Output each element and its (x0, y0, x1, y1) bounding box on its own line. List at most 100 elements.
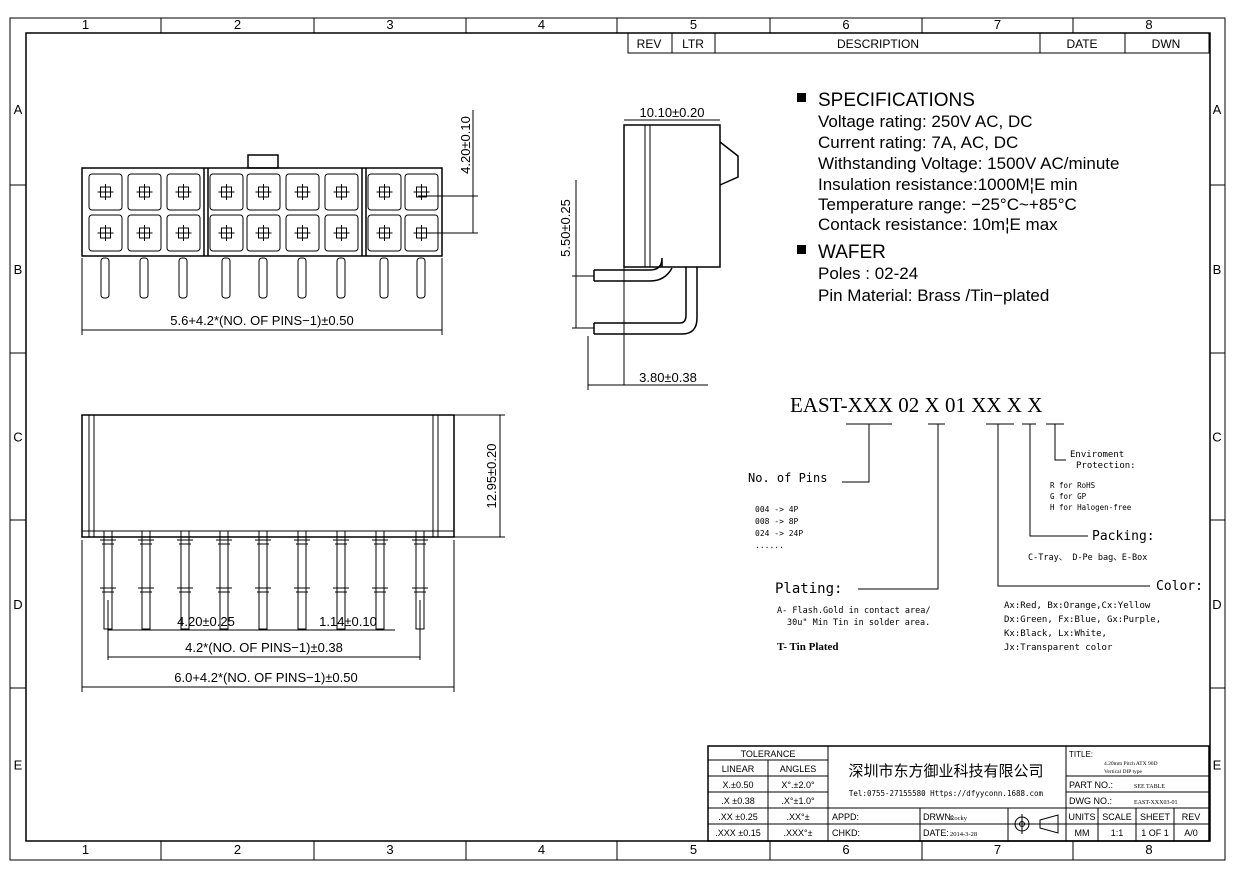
spec-line: Insulation resistance:1000M¦E min (818, 175, 1078, 194)
column-label: 2 (234, 17, 241, 32)
front-pin (180, 530, 190, 630)
column-label: 2 (234, 842, 241, 857)
row-label: A (1213, 102, 1222, 117)
front-pin (258, 530, 268, 630)
packing-label: Packing: (1092, 529, 1155, 544)
sheet-value: 1 OF 1 (1141, 828, 1169, 838)
color-option: Dx:Green, Fx:Blue, Gx:Purple, (1004, 615, 1161, 625)
pin-cavity (324, 173, 359, 211)
spec-line: Current rating: 7A, AC, DC (818, 133, 1018, 152)
column-label: 7 (994, 842, 1001, 857)
solder-pin (416, 257, 426, 299)
tolerance-angle: .X°±1.0° (781, 796, 815, 806)
solder-pin (139, 257, 149, 299)
solder-pin (297, 257, 307, 299)
tolerance-angle: .XX°± (786, 812, 809, 822)
part-no-value: SEE TABLE (1134, 784, 1165, 790)
solder-pin (258, 257, 268, 299)
row-label: D (13, 597, 22, 612)
front-pin (336, 530, 346, 630)
rev-header: REV (637, 37, 662, 51)
pins-option: 024 -> 24P (755, 529, 803, 538)
title-line: Vertical DIP type (1104, 769, 1143, 775)
pin-cavity (246, 214, 281, 252)
plating-label: Plating: (775, 581, 842, 597)
projection-symbol-icon (1012, 814, 1059, 834)
plating-option-a2: 30u" Min Tin in solder area. (787, 618, 930, 628)
spec-line: Temperature range: −25°C~+85°C (818, 195, 1077, 214)
environment-option: G for GP (1050, 492, 1087, 501)
color-option: Ax:Red, Bx:Orange,Cx:Yellow (1004, 601, 1151, 611)
pin-cavity (209, 173, 244, 211)
dwg-no-value: EAST-XXX03-01 (1134, 800, 1177, 806)
environment-option: H for Halogen-free (1050, 503, 1132, 512)
bullet-icon (797, 93, 806, 102)
column-label: 3 (386, 842, 393, 857)
environment-label: Protection: (1076, 461, 1136, 471)
tolerance-angle: X°.±2.0° (781, 780, 815, 790)
bullet-icon (797, 245, 806, 254)
solder-pin (336, 257, 346, 299)
tolerance-linear: X.±0.50 (723, 780, 754, 790)
linear-header: LINEAR (722, 764, 755, 774)
no-of-pins-label: No. of Pins (748, 471, 827, 485)
pin-cavity (127, 173, 162, 211)
sheet-label: SHEET (1140, 812, 1171, 822)
top-width-dimension: 5.6+4.2*(NO. OF PINS−1)±0.50 (170, 313, 353, 328)
color-option: Jx:Transparent color (1004, 643, 1113, 653)
scale-label: SCALE (1102, 812, 1132, 822)
revision-table: REV LTR DESCRIPTION DATE DWN (627, 32, 1210, 54)
plating-option-t: T- Tin Plated (777, 641, 839, 653)
units-value: MM (1075, 828, 1090, 838)
row-label: E (1213, 758, 1222, 773)
top-height-dimension: 4.20±0.10 (458, 116, 473, 174)
drwn-value: Rocky (950, 815, 968, 822)
column-label: 5 (690, 17, 697, 32)
column-label: 1 (82, 842, 89, 857)
pin-cavity (166, 214, 201, 252)
part-code: EAST-XXX 02 X 01 XX X X (790, 393, 1042, 417)
spec-line: Contack resistance: 10m¦E max (818, 215, 1058, 234)
front-view: 12.95±0.20 4.20±0.25 1.14±0.10 4.2*(NO. … (81, 414, 505, 692)
front-view-pins (100, 530, 428, 630)
side-offset-dimension: 3.80±0.38 (639, 370, 697, 385)
units-label: UNITS (1069, 812, 1096, 822)
specifications-block: SPECIFICATIONS Voltage rating: 250V AC, … (797, 90, 1119, 305)
title-line: 4.20mm Pitch ATX 90D (1104, 761, 1158, 767)
rev-value: A/0 (1184, 828, 1198, 838)
angles-header: ANGLES (780, 764, 817, 774)
pin-cavities (88, 173, 439, 252)
pin-cavity (285, 214, 320, 252)
packing-options: C-Tray、 D-Pe bag、E-Box (1028, 553, 1147, 563)
top-view-pins (100, 257, 426, 299)
title-label: TITLE: (1069, 750, 1093, 759)
side-view: 10.10±0.20 5.50±0.25 3.80±0.38 (558, 105, 739, 390)
column-label: 6 (842, 17, 849, 32)
tolerance-angle: .XXX°± (783, 828, 812, 838)
column-label: 3 (386, 17, 393, 32)
drwn-label: DRWN: (923, 812, 953, 822)
title-block: TOLERANCE LINEAR ANGLES X.±0.50 X°.±2.0°… (707, 745, 1210, 842)
overall-width-dimension: 6.0+4.2*(NO. OF PINS−1)±0.50 (174, 670, 357, 685)
wafer-line: Pin Material: Brass /Tin−plated (818, 286, 1049, 305)
column-label: 4 (538, 17, 545, 32)
front-pin (141, 530, 151, 630)
color-option: Kx:Black, Lx:White, (1004, 629, 1107, 639)
row-label: D (1212, 597, 1221, 612)
column-ticks (160, 18, 1074, 860)
date-header: DATE (1066, 37, 1097, 51)
pin-span-dimension: 4.2*(NO. OF PINS−1)±0.38 (185, 640, 343, 655)
column-label: 7 (994, 17, 1001, 32)
environment-label: Enviroment (1070, 450, 1124, 460)
column-label: 6 (842, 842, 849, 857)
spec-line: Withstanding Voltage: 1500V AC/minute (818, 154, 1119, 173)
solder-pin (221, 257, 231, 299)
wafer-heading: WAFER (818, 242, 886, 263)
row-label: C (13, 430, 22, 445)
row-label: B (1213, 262, 1222, 277)
column-label: 8 (1145, 17, 1152, 32)
